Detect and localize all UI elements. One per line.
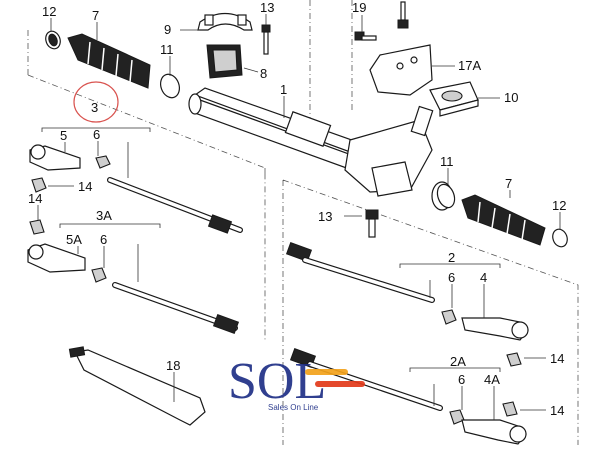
inner-tie-rod-2 xyxy=(285,241,435,303)
nut-14a xyxy=(31,177,47,193)
leader-lines xyxy=(37,14,561,420)
nut-6c xyxy=(441,309,457,325)
inner-tie-rod-3a xyxy=(112,282,240,335)
frame-line-left xyxy=(27,30,266,340)
callout-4a: 4A xyxy=(484,372,500,387)
inner-tie-rod-3 xyxy=(107,177,243,234)
clamp-12-right xyxy=(552,228,568,248)
tie-rod-end-5a xyxy=(27,243,86,273)
callout-6b: 6 xyxy=(100,232,107,247)
callout-6c: 6 xyxy=(448,270,455,285)
callout-11b: 11 xyxy=(440,154,454,169)
callout-1: 1 xyxy=(280,82,287,97)
tie-rod-end-5 xyxy=(29,144,81,171)
callout-14b: 14 xyxy=(28,191,42,206)
callout-19: 19 xyxy=(352,0,366,15)
clamp-11-left xyxy=(159,73,181,99)
callout-labels: 12 7 9 13 19 11 8 17A 1 10 3 5 6 14 11 7… xyxy=(28,0,566,418)
callout-10: 10 xyxy=(504,90,518,105)
callout-12b: 12 xyxy=(552,198,566,213)
callout-2a: 2A xyxy=(450,354,466,369)
nut-14d xyxy=(502,401,518,417)
top-bolt xyxy=(397,1,409,29)
grease-tube-18 xyxy=(68,346,206,426)
pad-10 xyxy=(429,81,479,117)
boot-7-left xyxy=(67,33,151,89)
clamp-12-left xyxy=(45,30,61,50)
boot-7-right xyxy=(461,194,546,246)
frame-line-top xyxy=(309,0,353,130)
bracket-17a xyxy=(369,44,433,96)
frame-line-right xyxy=(282,179,579,445)
rack-housing xyxy=(188,87,453,211)
callout-7a: 7 xyxy=(92,8,99,23)
callout-3: 3 xyxy=(91,100,98,115)
callout-6a: 6 xyxy=(93,127,100,142)
sol-logo-tagline: Sales On Line xyxy=(268,403,319,412)
callout-13b: 13 xyxy=(318,209,332,224)
callout-6d: 6 xyxy=(458,372,465,387)
callout-9: 9 xyxy=(164,22,171,37)
callout-7b: 7 xyxy=(505,176,512,191)
tie-rod-end-4a xyxy=(461,419,527,445)
callout-17a: 17A xyxy=(458,58,481,73)
nut-14c xyxy=(506,352,522,367)
clamp-11-right xyxy=(436,183,456,209)
callout-5: 5 xyxy=(60,128,67,143)
callout-14a: 14 xyxy=(78,179,92,194)
nut-6a xyxy=(95,155,111,169)
bolt-19 xyxy=(354,31,377,41)
highlight-circle xyxy=(73,81,119,123)
nut-14b xyxy=(29,219,45,235)
callout-5a: 5A xyxy=(66,232,82,247)
callout-18: 18 xyxy=(166,358,180,373)
callout-11a: 11 xyxy=(160,42,174,57)
nut-6b xyxy=(91,267,107,283)
sol-logo: SOL Sales On Line xyxy=(228,353,365,412)
callout-13a: 13 xyxy=(260,0,274,15)
callout-14c: 14 xyxy=(550,351,564,366)
mounting-clamp xyxy=(197,12,253,31)
callout-14d: 14 xyxy=(550,403,564,418)
callout-3a: 3A xyxy=(96,208,112,223)
bolt-13-middle xyxy=(365,209,379,238)
callout-8: 8 xyxy=(260,66,267,81)
clamp-bolt xyxy=(261,24,271,55)
callout-2: 2 xyxy=(448,250,455,265)
callout-4: 4 xyxy=(480,270,487,285)
sol-logo-text: SOL xyxy=(228,353,326,410)
tie-rod-end-4 xyxy=(461,317,529,341)
rubber-bush xyxy=(206,44,243,79)
callout-12a: 12 xyxy=(42,4,56,19)
